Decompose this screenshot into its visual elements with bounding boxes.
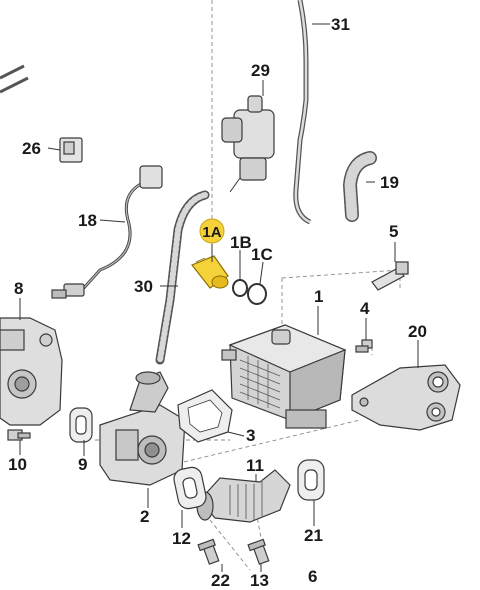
callout-26: 26	[22, 139, 41, 158]
part-19-hose	[342, 151, 377, 222]
callout-18: 18	[78, 211, 97, 230]
callout-6: 6	[308, 567, 317, 586]
part-18-sensor	[51, 165, 163, 299]
part-26-clip	[59, 137, 83, 163]
callout-1: 1	[314, 287, 323, 306]
callout-1A-highlight: 1A	[199, 218, 225, 244]
callout-2: 2	[140, 507, 149, 526]
part-22-bolt	[197, 538, 220, 565]
part-1B-o-ring	[232, 279, 248, 297]
part-8-bracket-lines	[0, 64, 29, 94]
callout-11: 11	[246, 456, 264, 475]
part-20-flange	[351, 364, 461, 431]
callout-19: 19	[380, 173, 399, 192]
part-21-gasket	[297, 459, 325, 501]
part-13-bolt	[247, 538, 270, 565]
cooler-grid	[239, 356, 281, 409]
leader-lines	[19, 23, 419, 572]
part-11-flex-pipe	[196, 469, 291, 523]
part-29-valve	[221, 95, 275, 193]
part-8-housing	[0, 317, 63, 426]
callout-21: 21	[304, 526, 323, 545]
callout-30: 30	[134, 277, 153, 296]
part-1A-connector-highlighted	[191, 255, 229, 289]
part-3-gasket	[177, 389, 233, 443]
callout-20: 20	[408, 322, 427, 341]
callout-10: 10	[8, 455, 27, 474]
callout-1C: 1C	[251, 245, 273, 264]
part-10-bolt	[7, 429, 31, 441]
part-1-cooler-module	[221, 324, 347, 429]
callout-31: 31	[331, 15, 350, 34]
part-9-gasket	[69, 407, 93, 443]
part-2-valve-body	[99, 371, 186, 486]
callout-3: 3	[246, 426, 255, 445]
part-30-hose	[155, 190, 210, 365]
callout-labels: 31 29 26 19 18 5 30 8 1 4 20 1B 1C 3 10 …	[8, 15, 427, 590]
callout-1A: 1A	[202, 224, 221, 241]
part-12-gasket	[173, 466, 207, 510]
callout-1B: 1B	[230, 233, 252, 252]
part-1C-o-ring	[247, 283, 267, 305]
callout-22: 22	[211, 571, 230, 590]
callout-12: 12	[172, 529, 191, 548]
callout-5: 5	[389, 222, 398, 241]
part-5-sensor	[371, 261, 409, 291]
part-31-pipe	[293, 0, 312, 225]
callout-8: 8	[14, 279, 23, 298]
callout-4: 4	[360, 299, 370, 318]
callout-13: 13	[250, 571, 269, 590]
callout-29: 29	[251, 61, 270, 80]
part-4-bolt	[355, 339, 373, 353]
callout-9: 9	[78, 455, 87, 474]
